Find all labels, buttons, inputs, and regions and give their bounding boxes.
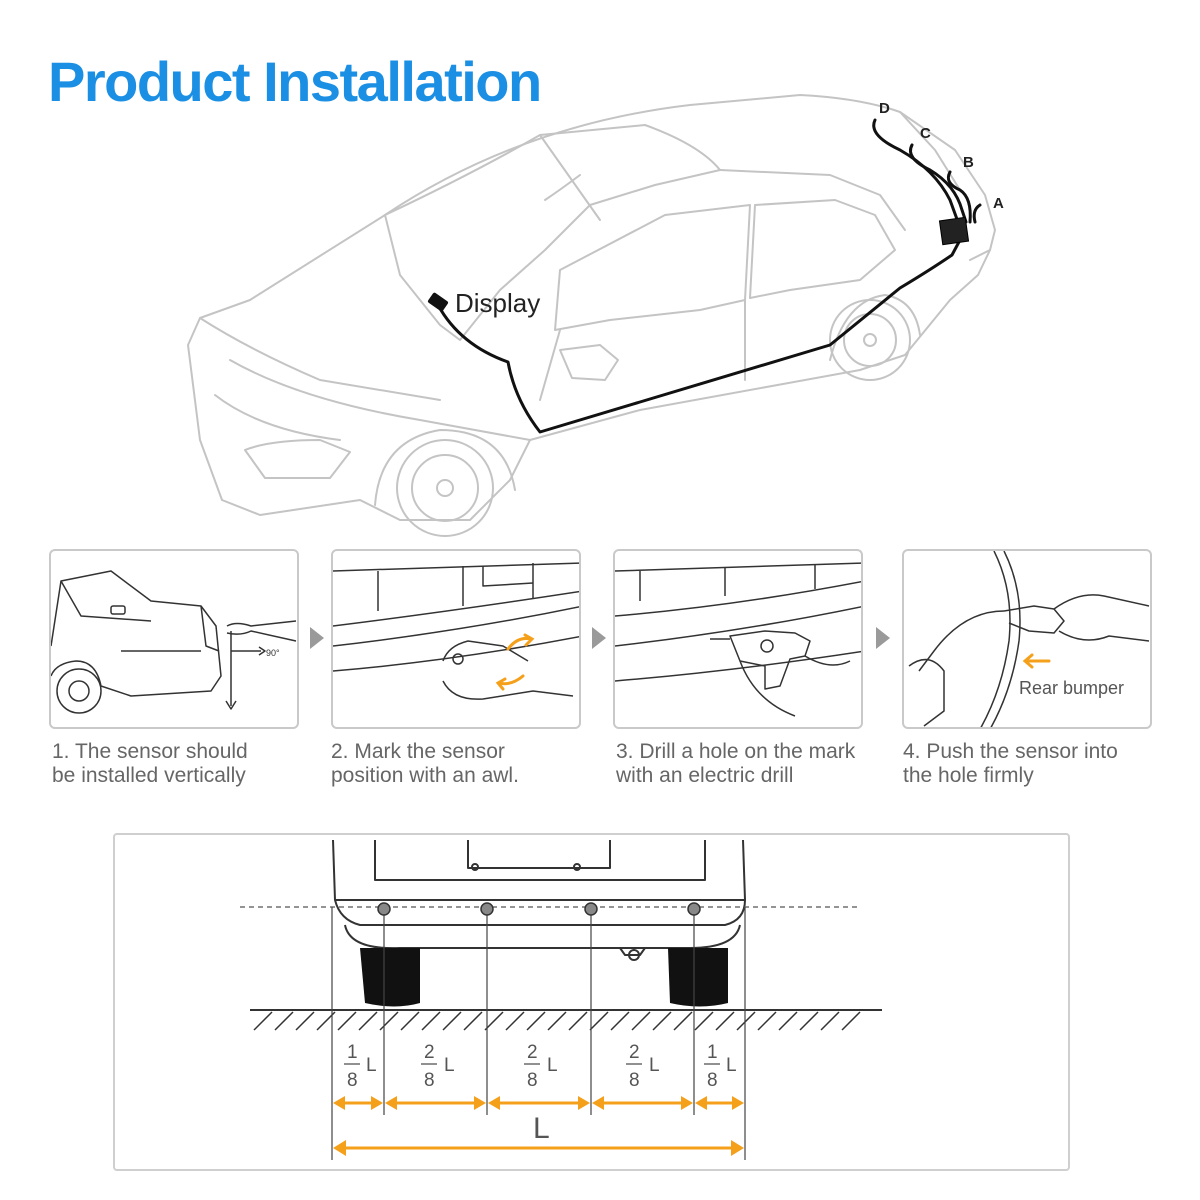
sensor-label-b: B bbox=[963, 154, 974, 171]
step-1-panel: 90° bbox=[49, 549, 299, 729]
car-body-outline bbox=[187, 94, 996, 521]
display-cable bbox=[436, 238, 962, 434]
part-label: Rear bumper bbox=[1019, 678, 1124, 698]
step-3-panel bbox=[613, 549, 863, 729]
step-3-caption: 3. Drill a hole on the mark with an elec… bbox=[616, 740, 856, 787]
control-box bbox=[938, 216, 970, 246]
step-2-caption: 2. Mark the sensor position with an awl. bbox=[331, 740, 519, 787]
sensor-wire-d bbox=[872, 118, 960, 224]
step-4-illustration: Rear bumper bbox=[908, 551, 1150, 727]
step-4-caption: 4. Push the sensor into the hole firmly bbox=[903, 740, 1118, 787]
step-2-illustration bbox=[333, 562, 579, 700]
sensor-label-a: A bbox=[993, 195, 1004, 212]
step-arrow-2 bbox=[592, 627, 606, 649]
step-arrow-1 bbox=[310, 627, 324, 649]
step-3-illustration bbox=[615, 562, 861, 717]
sensor-label-d: D bbox=[879, 100, 890, 117]
page-title: Product Installation bbox=[48, 50, 542, 113]
car-wiring-diagram: Display D C B A bbox=[187, 94, 1004, 537]
step-4-panel: Rear bumper bbox=[902, 549, 1152, 729]
display-label: Display bbox=[455, 288, 540, 318]
step-1-caption: 1. The sensor should be installed vertic… bbox=[52, 740, 248, 787]
sensor-spacing-panel bbox=[113, 833, 1070, 1171]
sensor-wire-b bbox=[946, 170, 972, 224]
sensor-wire-c bbox=[909, 143, 968, 224]
angle-label: 90° bbox=[266, 648, 280, 658]
step-1-illustration: 90° bbox=[51, 570, 297, 714]
sensor-wire-a bbox=[972, 203, 982, 224]
display-unit bbox=[427, 292, 449, 312]
step-arrow-3 bbox=[876, 627, 890, 649]
sensor-label-c: C bbox=[920, 125, 931, 142]
step-2-panel bbox=[331, 549, 581, 729]
